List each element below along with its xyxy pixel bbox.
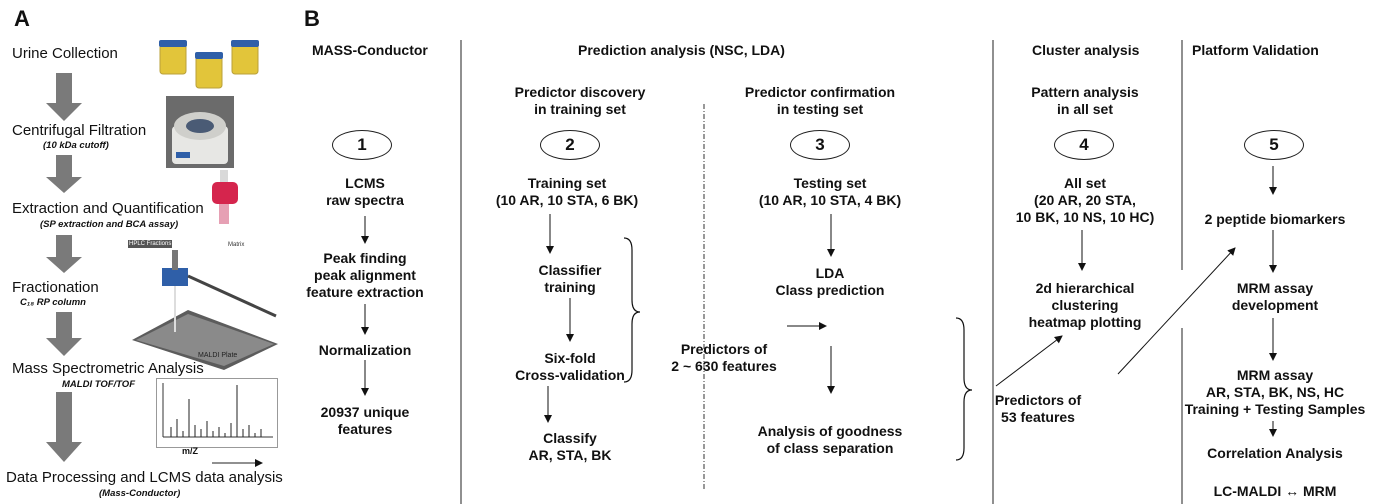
panel-a-flow-arrows [46, 73, 82, 462]
centrifuge-image [166, 96, 234, 168]
col1-peak-finding: Peak finding peak alignment feature extr… [306, 250, 424, 300]
col4-clustering: 2d hierarchical clustering heatmap plott… [1028, 280, 1142, 330]
col2-classifier-training: Classifier training [538, 262, 602, 295]
step-data-processing: Data Processing and LCMS data analysis [6, 469, 283, 486]
predictors-53: Predictors of 53 features [994, 392, 1082, 425]
col1-features: 20937 unique features [320, 404, 410, 437]
maldi-plate-image: HPLC Fractions Matrix MALDI Plate [128, 240, 278, 370]
header-cluster: Cluster analysis [1032, 42, 1140, 58]
urine-cups-image [158, 38, 280, 96]
col5-peptide-biomarkers: 2 peptide biomarkers [1204, 211, 1346, 227]
header-mass-conductor: MASS-Conductor [312, 42, 428, 58]
spectrum-image [156, 378, 278, 448]
step-circle-2: 2 [540, 130, 600, 160]
header-platform: Platform Validation [1192, 42, 1319, 58]
step-circle-3: 3 [790, 130, 850, 160]
hplc-label: HPLC Fractions [128, 240, 173, 248]
predictors-630: Predictors of 2 ~ 630 features [671, 341, 777, 374]
step-urine-collection: Urine Collection [12, 45, 118, 62]
header-prediction: Prediction analysis (NSC, LDA) [578, 42, 785, 58]
col2-cross-validation: Six-fold Cross-validation [515, 350, 625, 383]
subheader-discovery: Predictor discovery in training set [514, 84, 646, 117]
panel-b-label: B [304, 6, 320, 31]
step-extraction: Extraction and Quantification [12, 200, 204, 217]
col3-testing-set: Testing set (10 AR, 10 STA, 4 BK) [758, 175, 902, 208]
col3-goodness: Analysis of goodness of class separation [757, 423, 903, 456]
subheader-confirmation: Predictor confirmation in testing set [744, 84, 896, 117]
step-circle-5: 5 [1244, 130, 1304, 160]
col5-correlation: Correlation Analysis [1207, 445, 1343, 461]
step-data-processing-sub: (Mass-Conductor) [99, 488, 181, 499]
maldi-plate-label: MALDI Plate [198, 352, 238, 359]
matrix-label: Matrix [228, 242, 245, 248]
col5-mrm-development: MRM assay development [1231, 280, 1319, 313]
col1-lcms: LCMS raw spectra [326, 175, 404, 208]
col1-normalization: Normalization [318, 342, 412, 358]
step-centrifugal-filtration: Centrifugal Filtration [12, 122, 147, 139]
col2-classify: Classify AR, STA, BK [528, 430, 612, 463]
panel-a-label: A [14, 6, 30, 31]
step-mass-spec: Mass Spectrometric Analysis [12, 360, 204, 377]
step-centrifugal-sub: (10 kDa cutoff) [43, 140, 109, 151]
step-circle-1: 1 [332, 130, 392, 160]
step-extraction-sub: (SP extraction and BCA assay) [40, 219, 179, 230]
filter-tube-image [200, 168, 250, 230]
step-circle-4: 4 [1054, 130, 1114, 160]
col5-mrm-assay: MRM assay AR, STA, BK, NS, HC Training +… [1184, 367, 1366, 417]
col4-all-set: All set (20 AR, 20 STA, 10 BK, 10 NS, 10… [1015, 175, 1155, 225]
mz-label: m/Z [182, 446, 199, 456]
col5-lc-maldi-mrm: LC-MALDI ↔ MRM [1213, 483, 1337, 499]
col2-training-set: Training set (10 AR, 10 STA, 6 BK) [495, 175, 639, 208]
step-fractionation: Fractionation [12, 279, 99, 296]
col3-lda: LDA Class prediction [775, 265, 885, 298]
step-fractionation-sub: C₁₈ RP column [20, 297, 86, 308]
subheader-pattern: Pattern analysis in all set [1031, 84, 1139, 117]
step-mass-spec-sub: MALDI TOF/TOF [62, 379, 136, 390]
